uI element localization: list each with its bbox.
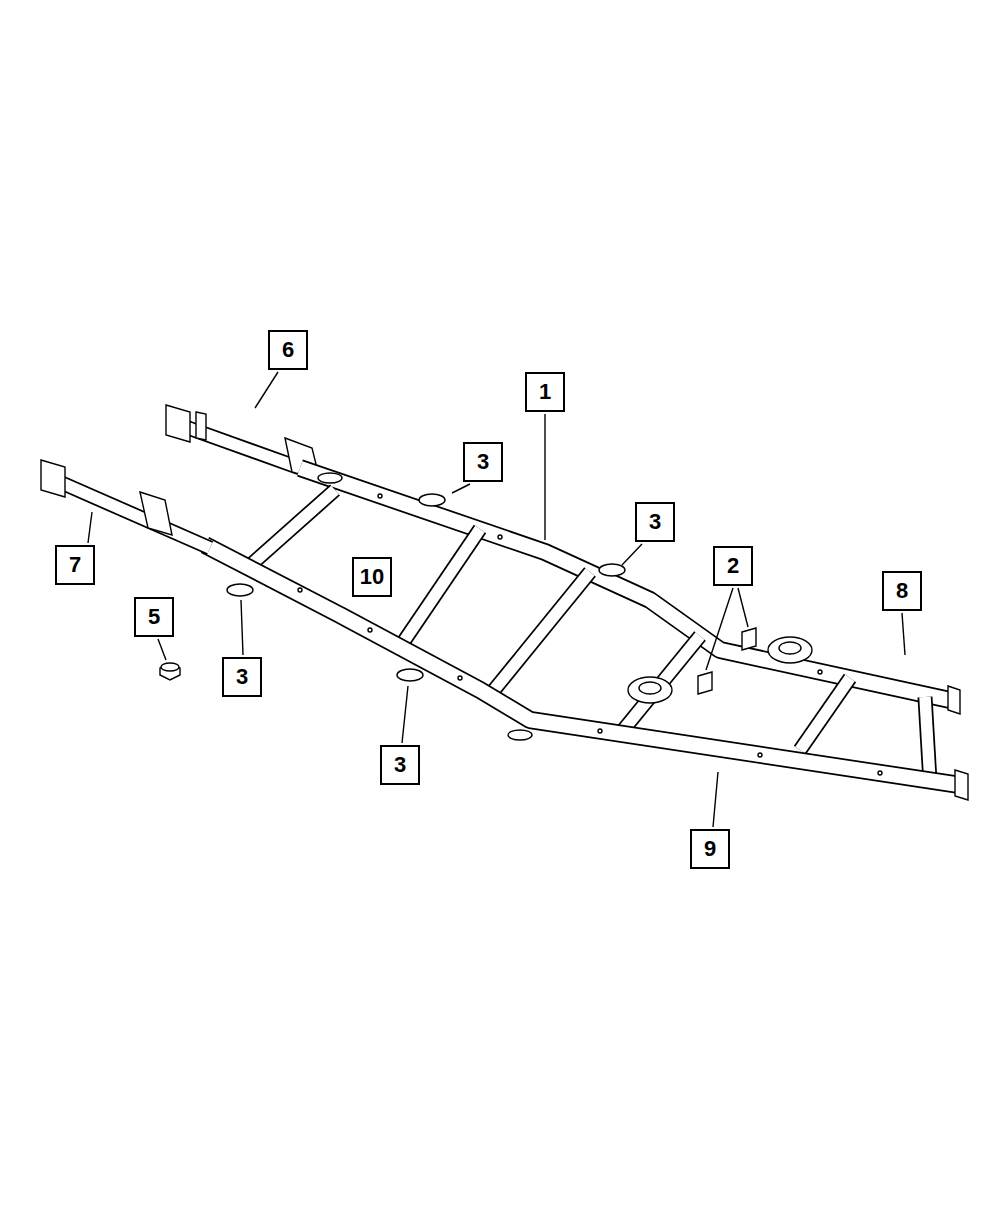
leader-lines bbox=[88, 372, 905, 827]
callout-number: 5 bbox=[134, 597, 174, 637]
callout-number: 6 bbox=[268, 330, 308, 370]
callout-number: 10 bbox=[352, 557, 392, 597]
callout-number: 3 bbox=[380, 745, 420, 785]
callout-number: 2 bbox=[713, 546, 753, 586]
callout-number: 3 bbox=[463, 442, 503, 482]
frame-drawing bbox=[41, 405, 968, 800]
callout-number: 3 bbox=[635, 502, 675, 542]
callout-number: 9 bbox=[690, 829, 730, 869]
callout-number: 8 bbox=[882, 571, 922, 611]
callout-number: 1 bbox=[525, 372, 565, 412]
callout-number: 3 bbox=[222, 657, 262, 697]
callout-number: 7 bbox=[55, 545, 95, 585]
